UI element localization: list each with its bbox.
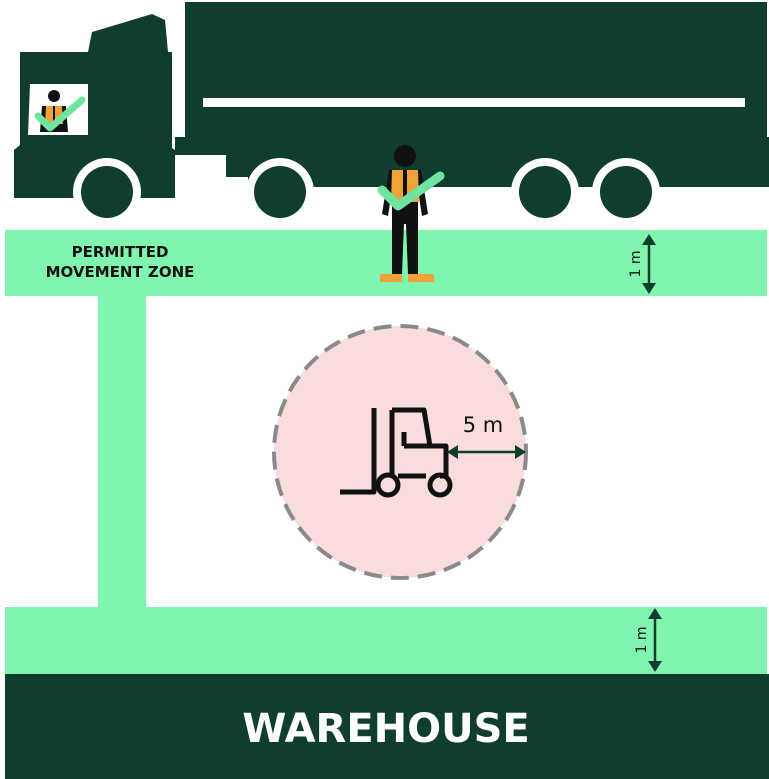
truck-chassis <box>175 137 769 155</box>
trailer-stripe <box>203 98 745 107</box>
chassis-connector <box>226 137 248 177</box>
zone-label-line2: MOVEMENT ZONE <box>46 263 195 281</box>
warehouse-building: WAREHOUSE <box>5 674 769 779</box>
truck-trailer <box>185 2 767 137</box>
zone-label-line1: PERMITTED <box>72 243 169 261</box>
warehouse-label: WAREHOUSE <box>242 706 530 752</box>
exclusion-radius-label: 5 m <box>463 413 504 437</box>
left-boot <box>380 274 402 282</box>
bottom-clearance-label: 1 m <box>634 627 650 654</box>
top-clearance-label: 1 m <box>628 251 644 278</box>
trailer-lower-body <box>248 155 769 187</box>
right-boot <box>408 274 434 282</box>
forklift-exclusion-zone: 5 m <box>274 326 526 578</box>
